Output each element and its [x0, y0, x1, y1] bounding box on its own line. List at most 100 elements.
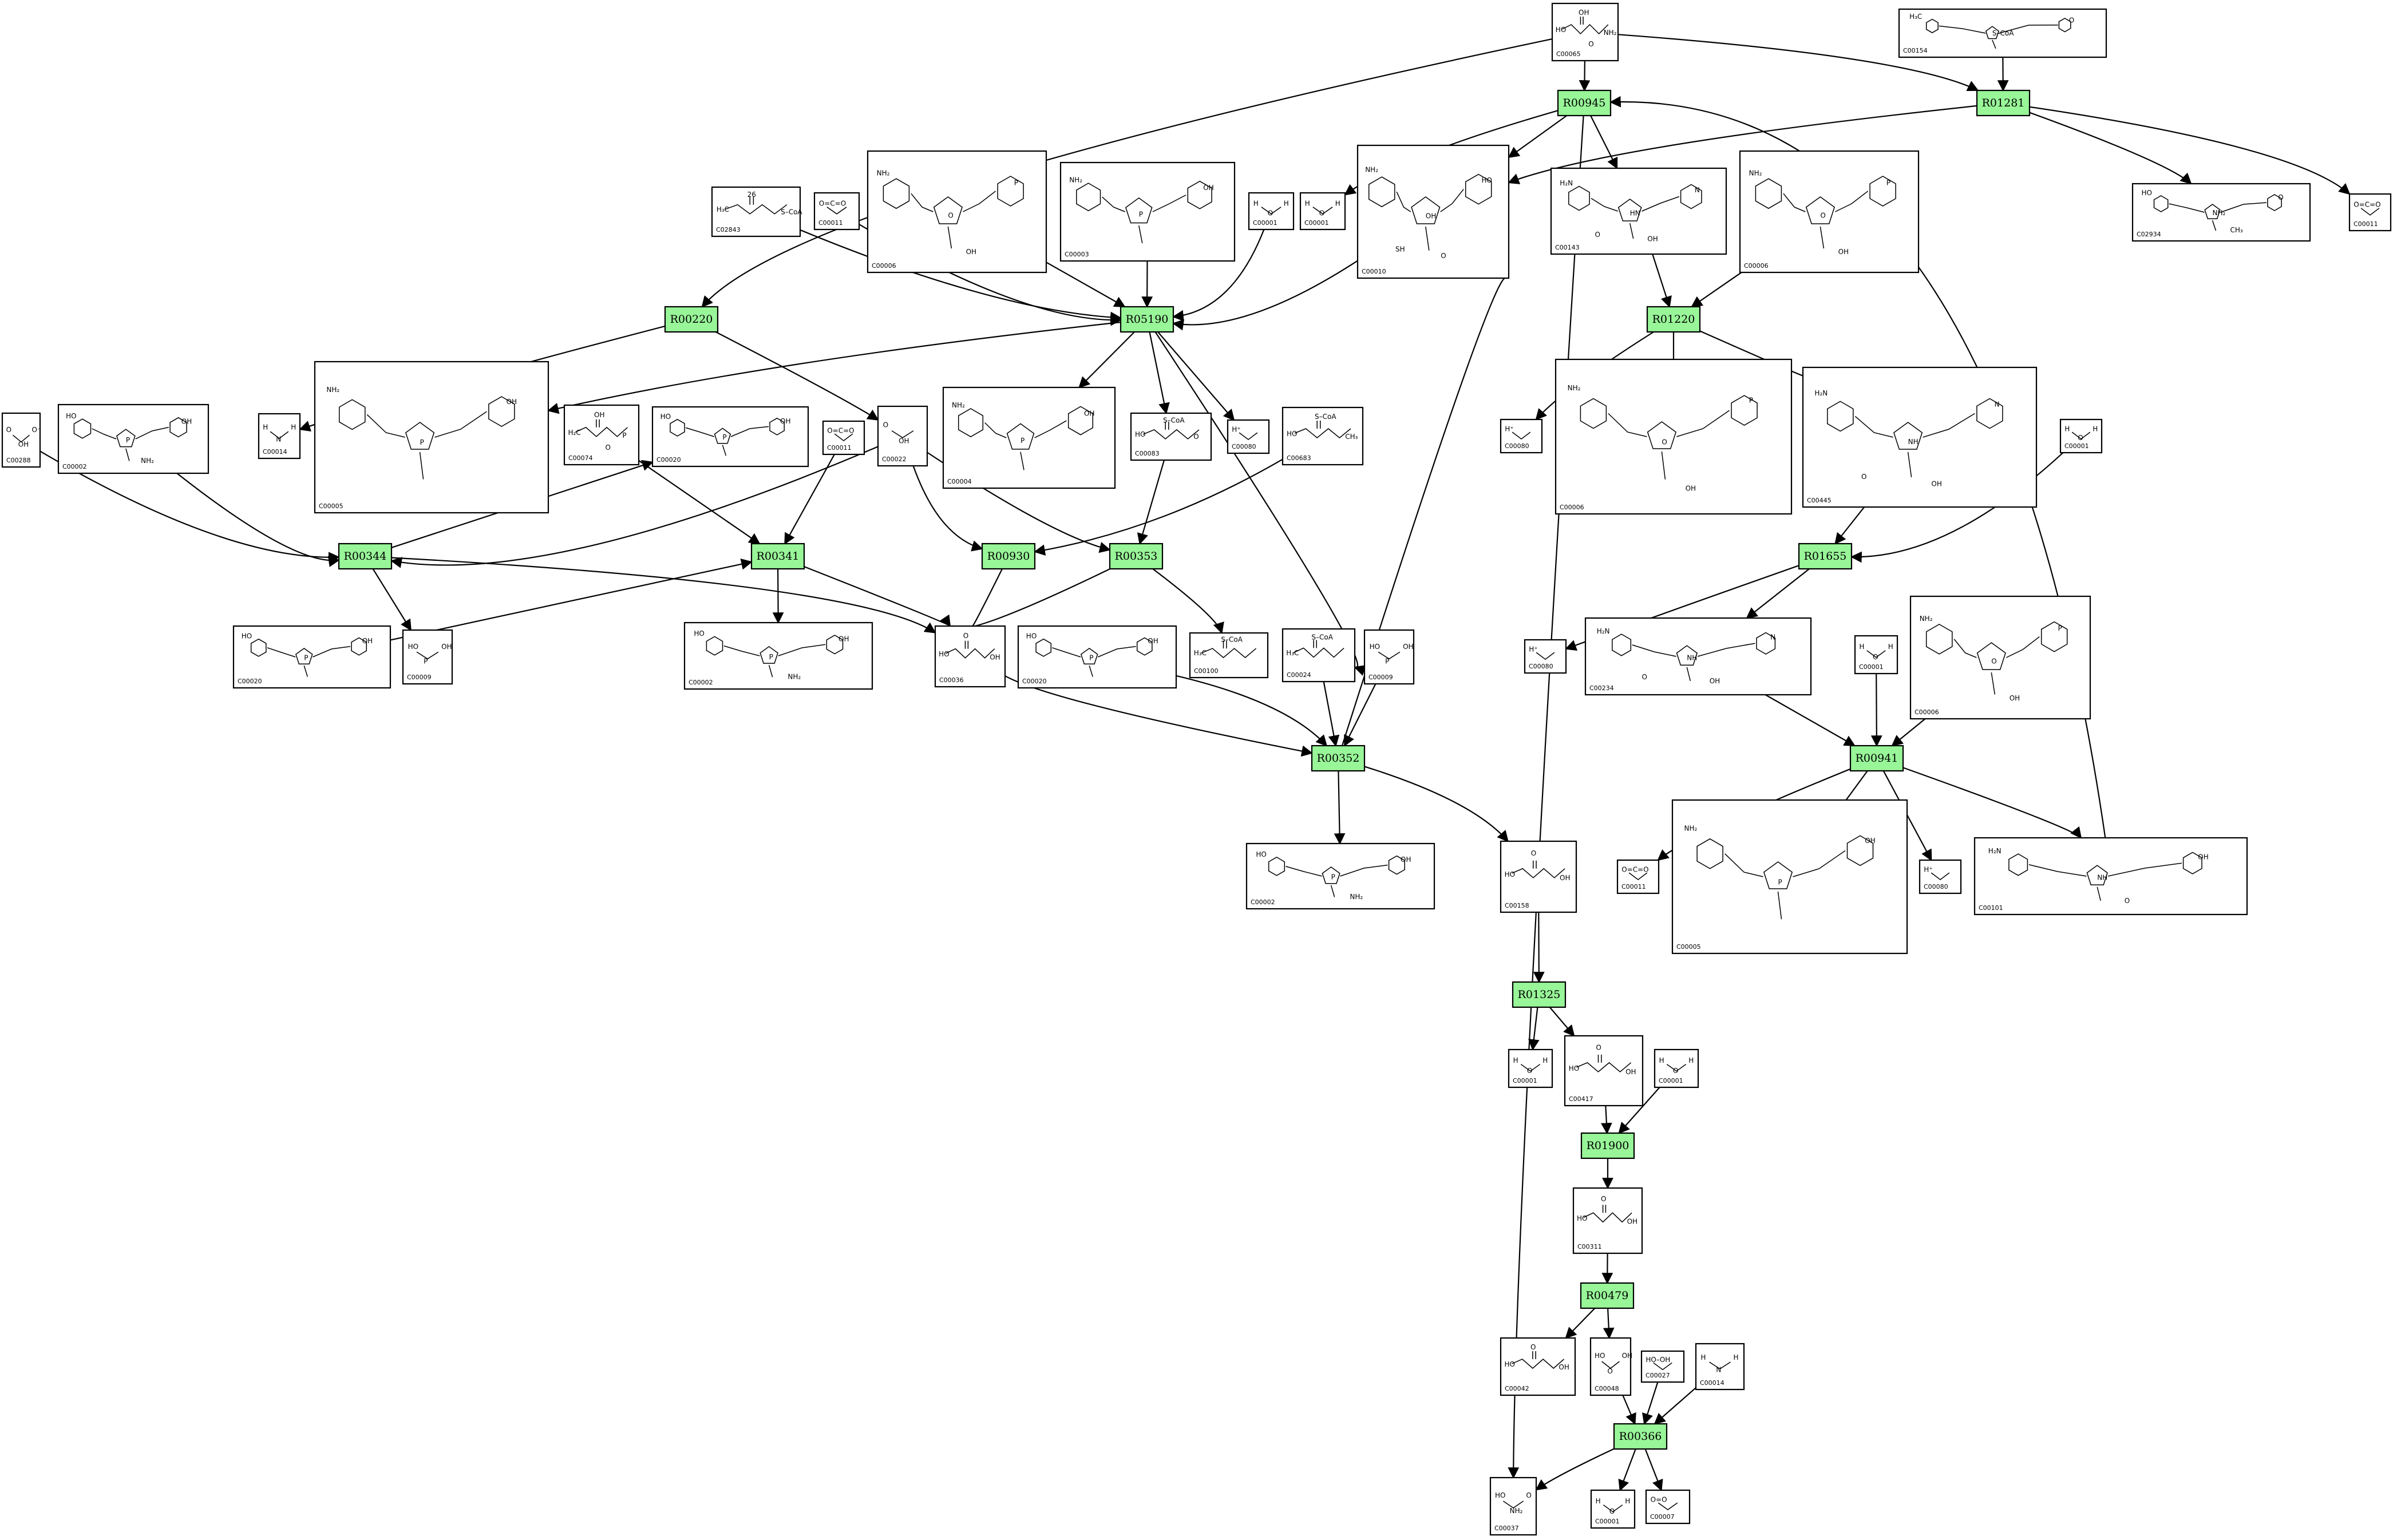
- structure-drawing: [416, 651, 439, 660]
- compound-node-c00080[interactable]: H⁺C00080: [1500, 418, 1543, 454]
- reaction-node-r01655[interactable]: R01655: [1798, 543, 1853, 570]
- reaction-box[interactable]: [1557, 89, 1612, 117]
- reaction-node-r00352[interactable]: R00352: [1311, 745, 1366, 772]
- compound-node-c00080[interactable]: H⁺C00080: [1919, 859, 1962, 894]
- reaction-node-r01220[interactable]: R01220: [1646, 306, 1701, 333]
- reaction-box[interactable]: [1120, 306, 1174, 333]
- reaction-box[interactable]: [1798, 543, 1853, 570]
- reaction-node-r00941[interactable]: R00941: [1849, 745, 1904, 772]
- reaction-node-r00344[interactable]: R00344: [338, 543, 393, 570]
- reaction-box[interactable]: [1580, 1132, 1635, 1159]
- reaction-box[interactable]: [1311, 745, 1366, 772]
- reaction-box[interactable]: [1646, 306, 1701, 333]
- reaction-box[interactable]: [1613, 1423, 1668, 1450]
- reaction-box[interactable]: [1109, 543, 1164, 570]
- reaction-node-r00220[interactable]: R00220: [664, 306, 719, 333]
- compound-id-label: C00009: [407, 674, 432, 681]
- reaction-node-r00930[interactable]: R00930: [981, 543, 1036, 570]
- atom-label: P: [420, 438, 424, 446]
- reaction-box[interactable]: [1976, 89, 2031, 117]
- edge-c014b-to-R00366: [1654, 1387, 1696, 1425]
- reaction-node-r01900[interactable]: R01900: [1580, 1132, 1635, 1159]
- reaction-box[interactable]: [664, 306, 719, 333]
- reaction-node-r05190[interactable]: R05190: [1120, 306, 1174, 333]
- reaction-node-r00341[interactable]: R00341: [750, 543, 805, 570]
- reaction-node-r00479[interactable]: R00479: [1580, 1282, 1635, 1309]
- reaction-node-r00353[interactable]: R00353: [1109, 543, 1164, 570]
- reaction-node-r00945[interactable]: R00945: [1557, 89, 1612, 117]
- reaction-box[interactable]: [1849, 745, 1904, 772]
- compound-box: [1616, 859, 1660, 894]
- reaction-node-r00366[interactable]: R00366: [1613, 1423, 1668, 1450]
- reaction-box[interactable]: [338, 543, 393, 570]
- structure-drawing: [1709, 1361, 1731, 1369]
- compound-id-label: C00001: [1859, 663, 1884, 671]
- atom-label: NH₂: [1069, 176, 1082, 184]
- reaction-box[interactable]: [981, 543, 1036, 570]
- structure-drawing: [1076, 180, 1212, 244]
- compound-node-c00080[interactable]: H⁺C00080: [1524, 639, 1567, 674]
- reaction-box[interactable]: [750, 543, 805, 570]
- reaction-box[interactable]: [1512, 981, 1567, 1008]
- compound-node-c00080[interactable]: H⁺C00080: [1227, 419, 1270, 454]
- reaction-node-r01325[interactable]: R01325: [1512, 981, 1567, 1008]
- reaction-box[interactable]: [1580, 1282, 1635, 1309]
- atom-label: O=C=O: [827, 426, 854, 434]
- reaction-node-r01281[interactable]: R01281: [1976, 89, 2031, 117]
